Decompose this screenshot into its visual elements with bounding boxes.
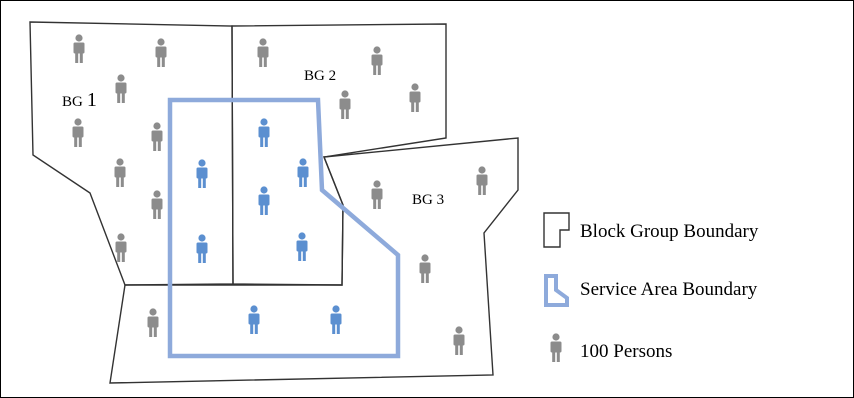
- persons-legend-icon: [550, 333, 562, 362]
- person-icon: [330, 305, 342, 334]
- person-icon: [151, 122, 163, 151]
- persons-legend-label: 100 Persons: [580, 341, 672, 362]
- person-icon: [248, 305, 260, 334]
- person-icon: [371, 180, 383, 209]
- person-icon: [296, 232, 308, 261]
- person-icon: [258, 186, 270, 215]
- person-icon: [115, 74, 127, 103]
- person-icon: [115, 233, 127, 262]
- person-icon: [297, 158, 309, 187]
- person-icon: [371, 46, 383, 75]
- person-icon: [114, 158, 126, 187]
- person-icon: [258, 118, 270, 147]
- block-group-legend-label: Block Group Boundary: [580, 221, 759, 242]
- service-area-legend-label: Service Area Boundary: [580, 279, 758, 300]
- person-icon: [257, 38, 269, 67]
- service-area-boundary: [167, 97, 401, 359]
- person-icon: [419, 254, 431, 283]
- service-area-legend-icon: [544, 274, 569, 307]
- person-icon: [72, 118, 84, 147]
- person-icon: [453, 326, 465, 355]
- person-icon: [155, 38, 167, 67]
- person-icon: [339, 90, 351, 119]
- block-group-boundaries: [29, 21, 519, 384]
- person-icon: [151, 190, 163, 219]
- person-icon: [476, 166, 488, 195]
- person-icon: [196, 234, 208, 263]
- legend: Block Group Boundary Service Area Bounda…: [543, 212, 759, 362]
- person-icon: [73, 34, 85, 63]
- block-group-legend-icon: [543, 212, 570, 248]
- person-icon: [196, 159, 208, 188]
- block-group-3-boundary: [109, 137, 519, 384]
- person-icon: [147, 308, 159, 337]
- person-icon: [409, 83, 421, 112]
- block-group-3-label: BG 3: [412, 192, 444, 208]
- block-group-2-label: BG 2: [304, 68, 336, 84]
